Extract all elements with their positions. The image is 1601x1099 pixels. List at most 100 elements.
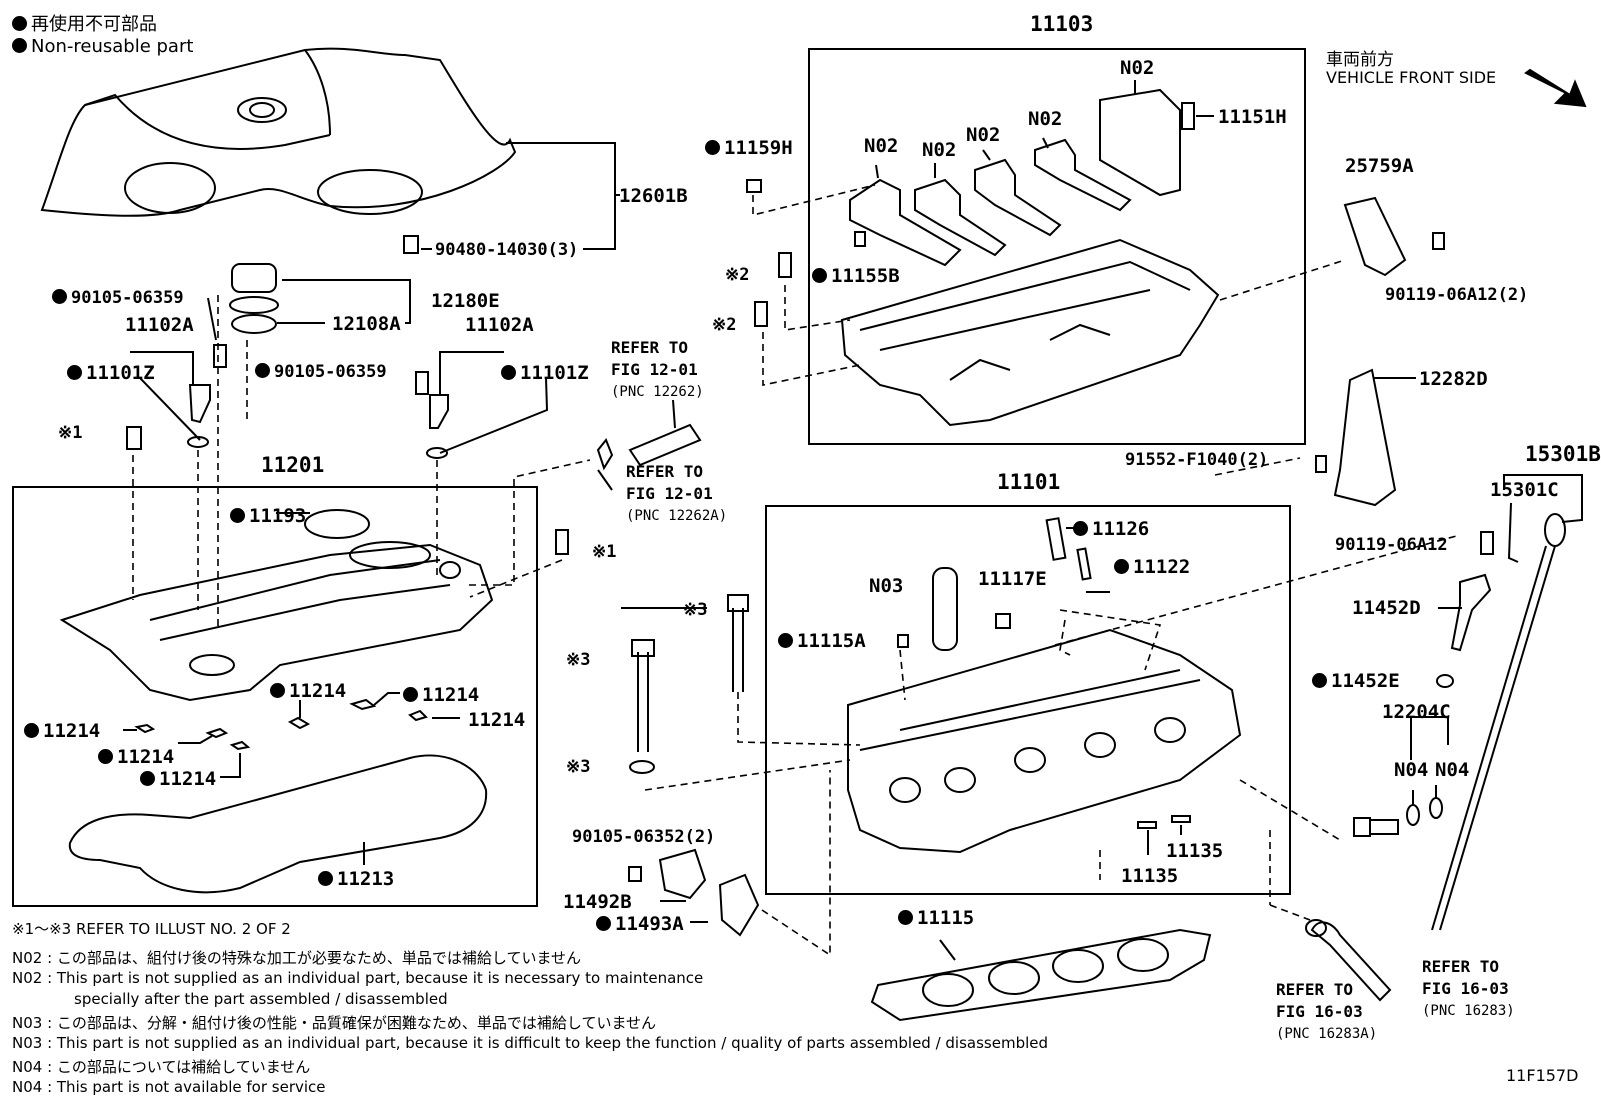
part-n04-b: N04 — [1435, 759, 1470, 781]
legend-en-text: Non-reusable part — [31, 36, 194, 57]
header-11201: 11201 — [261, 453, 325, 477]
vehicle-front-jp: 車両前方 — [1326, 50, 1394, 70]
note-n02-jp: N02 : この部品は、組付け後の特殊な加工が必要なため、単品では補給していませ… — [12, 949, 582, 967]
part-12108A: 12108A — [332, 313, 401, 335]
part-12180E: 12180E — [431, 290, 500, 312]
mark-x1-left: ※1 — [58, 423, 83, 443]
refer-12262-line2: FIG 12-01 — [611, 360, 698, 379]
part-90105-06359-a-text: 90105-06359 — [71, 288, 184, 308]
part-11117E: 11117E — [978, 568, 1047, 590]
part-11122-text: 11122 — [1133, 556, 1191, 578]
refer-12262A-line3: (PNC 12262A) — [626, 508, 728, 524]
refer-16283-line1: REFER TO — [1422, 957, 1500, 976]
header-15301B: 15301B — [1525, 442, 1601, 466]
mark-x3-b: ※3 — [566, 650, 591, 670]
bearing-cap-n02-b: N02 — [864, 135, 899, 157]
note-refer-illust: ※1～※3 REFER TO ILLUST NO. 2 OF 2 — [12, 920, 291, 938]
part-11101Z-right: 11101Z — [501, 362, 589, 384]
part-11155B-text: 11155B — [831, 265, 900, 287]
part-11126: 11126 — [1073, 518, 1149, 540]
part-11213-text: 11213 — [337, 868, 395, 890]
bearing-cap-n02-e: N02 — [1028, 108, 1063, 130]
refer-12262-line1: REFER TO — [611, 338, 689, 357]
mark-x2-upper: ※2 — [725, 265, 750, 285]
part-12282D: 12282D — [1419, 368, 1488, 390]
part-11115-text: 11115 — [917, 907, 975, 929]
note-n04-en: N04 : This part is not available for ser… — [12, 1078, 326, 1096]
part-11159H-text: 11159H — [724, 137, 793, 159]
part-11115A: 11115A — [778, 630, 866, 652]
note-n04-jp: N04 : この部品については補給していません — [12, 1058, 311, 1076]
part-11214-a: 11214 — [270, 680, 346, 702]
part-11135-a: 11135 — [1166, 840, 1224, 862]
refer-16283A: REFER TO FIG 16-03 (PNC 16283A) — [1276, 979, 1377, 1045]
part-90105-06352: 90105-06352(2) — [572, 827, 716, 847]
header-11101: 11101 — [997, 470, 1061, 494]
refer-12262A-line1: REFER TO — [626, 462, 704, 481]
legend-jp: 再使用不可部品 — [12, 10, 157, 36]
note-n03-jp: N03 : この部品は、分解・組付け後の性能・品質確保が困難なため、単品では補給… — [12, 1014, 657, 1032]
figure-id: 11F157D — [1506, 1066, 1579, 1085]
mark-x3-c: ※3 — [566, 757, 591, 777]
part-90105-06359-b: 90105-06359 — [255, 362, 387, 382]
part-11101Z-left: 11101Z — [67, 362, 155, 384]
part-11101Z-right-text: 11101Z — [520, 362, 589, 384]
part-11214-e: 11214 — [98, 746, 174, 768]
frame-11101 — [765, 505, 1291, 895]
part-11155B: 11155B — [812, 265, 900, 287]
part-11101Z-left-text: 11101Z — [86, 362, 155, 384]
part-11213: 11213 — [318, 868, 394, 890]
bearing-caps-drawing — [849, 88, 1181, 267]
part-11214-e-text: 11214 — [117, 746, 175, 768]
part-90480-14030: 90480-14030(3) — [435, 240, 579, 260]
refer-12262: REFER TO FIG 12-01 (PNC 12262) — [611, 337, 704, 403]
refer-12262-line3: (PNC 12262) — [611, 384, 704, 400]
part-11193: 11193 — [230, 505, 306, 527]
part-12601B: 12601B — [619, 185, 688, 207]
part-11214-f: 11214 — [140, 768, 216, 790]
note-n02-en: N02 : This part is not supplied as an in… — [12, 969, 704, 987]
bearing-cap-n02-c: N02 — [922, 139, 957, 161]
part-11159H: 11159H — [705, 137, 793, 159]
legend-jp-text: 再使用不可部品 — [31, 14, 157, 35]
legend-en: Non-reusable part — [12, 36, 193, 57]
part-11452E-text: 11452E — [1331, 670, 1400, 692]
note-n02-en-cont: specially after the part assembled / dis… — [74, 990, 448, 1008]
engine-cover-drawing — [40, 47, 517, 217]
refer-16283A-line2: FIG 16-03 — [1276, 1002, 1363, 1021]
refer-12262A-line2: FIG 12-01 — [626, 484, 713, 503]
part-11452D: 11452D — [1352, 597, 1421, 619]
part-90105-06359-a: 90105-06359 — [52, 288, 184, 308]
part-11122: 11122 — [1114, 556, 1190, 578]
part-11126-text: 11126 — [1092, 518, 1150, 540]
note-n03-en: N03 : This part is not supplied as an in… — [12, 1034, 1049, 1052]
part-90105-06359-b-text: 90105-06359 — [274, 362, 387, 382]
refer-12262A: REFER TO FIG 12-01 (PNC 12262A) — [626, 461, 727, 527]
mark-x2-lower: ※2 — [712, 315, 737, 335]
part-11115: 11115 — [898, 907, 974, 929]
part-90119-06A12-2: 90119-06A12(2) — [1385, 285, 1529, 305]
part-11102A-right: 11102A — [465, 314, 534, 336]
part-11102A-left: 11102A — [125, 314, 194, 336]
part-n03: N03 — [869, 575, 904, 597]
part-11493A: 11493A — [596, 913, 684, 935]
part-11492B: 11492B — [563, 891, 632, 913]
vehicle-front-en: VEHICLE FRONT SIDE — [1326, 68, 1497, 87]
valve-cover-gasket-drawing — [68, 754, 488, 894]
part-91552-F1040: 91552-F1040(2) — [1125, 450, 1269, 470]
part-11135-b: 11135 — [1121, 865, 1179, 887]
refer-16283A-line3: (PNC 16283A) — [1276, 1026, 1378, 1042]
part-11214-d: 11214 — [24, 720, 100, 742]
part-11493A-text: 11493A — [615, 913, 684, 935]
part-11115A-text: 11115A — [797, 630, 866, 652]
cylinder-head-drawing — [847, 628, 1242, 854]
mark-x3-a: ※3 — [683, 600, 708, 620]
part-25759A: 25759A — [1345, 155, 1414, 177]
refer-16283: REFER TO FIG 16-03 (PNC 16283) — [1422, 956, 1515, 1022]
part-11452E: 11452E — [1312, 670, 1400, 692]
part-11214-b: 11214 — [403, 684, 479, 706]
part-11214-b-text: 11214 — [422, 684, 480, 706]
mark-x1-right: ※1 — [592, 542, 617, 562]
camshaft-housing-drawing — [840, 238, 1220, 427]
